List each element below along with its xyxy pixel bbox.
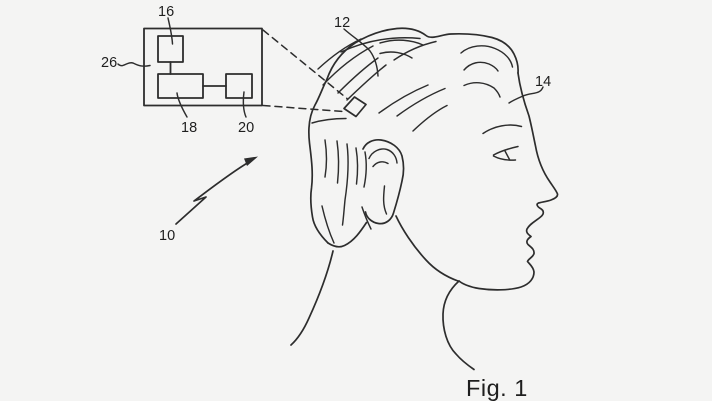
hair-strand — [379, 51, 413, 59]
hair-strand — [378, 84, 429, 114]
ear-inner-curve — [372, 161, 389, 168]
face-profile — [458, 72, 559, 291]
head-drawing — [290, 27, 559, 371]
hair-strand — [393, 40, 437, 61]
shoulder-line — [442, 280, 475, 371]
hair-strand — [355, 147, 359, 185]
label-14: 14 — [535, 74, 551, 90]
throat-line — [395, 215, 459, 282]
label-20: 20 — [238, 120, 254, 136]
eye-iris-line — [504, 150, 511, 161]
reference-labels: 16 26 18 20 12 14 10 — [101, 4, 551, 244]
figure-caption: Fig. 1 — [466, 375, 528, 401]
hair-outline — [308, 27, 519, 244]
label-26: 26 — [101, 55, 117, 71]
leader-lines — [117, 17, 544, 118]
hair-strand — [336, 140, 340, 184]
ear — [362, 138, 405, 225]
module-outer-box — [143, 27, 263, 107]
label-12: 12 — [334, 15, 350, 31]
hair-bottom-edge — [327, 221, 368, 248]
leader-26 — [117, 61, 151, 67]
eye — [492, 145, 519, 161]
eyebrow — [482, 124, 523, 135]
dashed-line-top — [262, 29, 348, 100]
hair-strand — [463, 82, 501, 98]
hair-strand — [460, 45, 514, 68]
ear-inner-arc — [368, 148, 398, 164]
dashed-line-bottom — [262, 104, 344, 113]
eye-upper-lid — [492, 145, 519, 156]
hair-strand — [324, 139, 328, 178]
hair-strand — [363, 151, 367, 188]
label-10: 10 — [159, 228, 175, 244]
hair-strand — [341, 143, 349, 226]
hair-strand — [340, 37, 421, 53]
hair-strand — [311, 117, 347, 124]
ear-outline — [362, 138, 405, 225]
eye-lower-lid — [492, 155, 517, 161]
block-20 — [225, 73, 253, 99]
arrow-10 — [175, 156, 258, 225]
hair-strand — [322, 45, 374, 86]
hair-strand — [396, 87, 446, 117]
hair-strand — [412, 104, 448, 132]
leader-18 — [176, 92, 188, 118]
leader-14 — [508, 86, 544, 104]
back-neck-line — [290, 250, 334, 346]
block-18 — [157, 73, 204, 99]
hair-strand — [361, 206, 372, 230]
inset-module-diagram — [143, 27, 263, 107]
leader-16 — [167, 17, 174, 45]
label-16: 16 — [158, 4, 174, 20]
arrow-10-head — [244, 156, 258, 166]
hair-strands — [311, 37, 514, 244]
hair-strand — [346, 64, 387, 101]
projection-lines — [262, 29, 348, 113]
scalp-device — [343, 96, 367, 118]
hair-strand — [317, 38, 362, 70]
leader-12 — [343, 28, 379, 77]
label-18: 18 — [181, 120, 197, 136]
hair-strand — [337, 57, 379, 94]
arrow-10-shaft — [175, 161, 250, 225]
ear-tragus-line — [382, 185, 388, 215]
hair-strand — [379, 39, 424, 46]
hair-strand — [321, 205, 335, 244]
block-16 — [157, 35, 184, 63]
hair-strand — [463, 61, 499, 72]
leader-20 — [242, 91, 247, 118]
